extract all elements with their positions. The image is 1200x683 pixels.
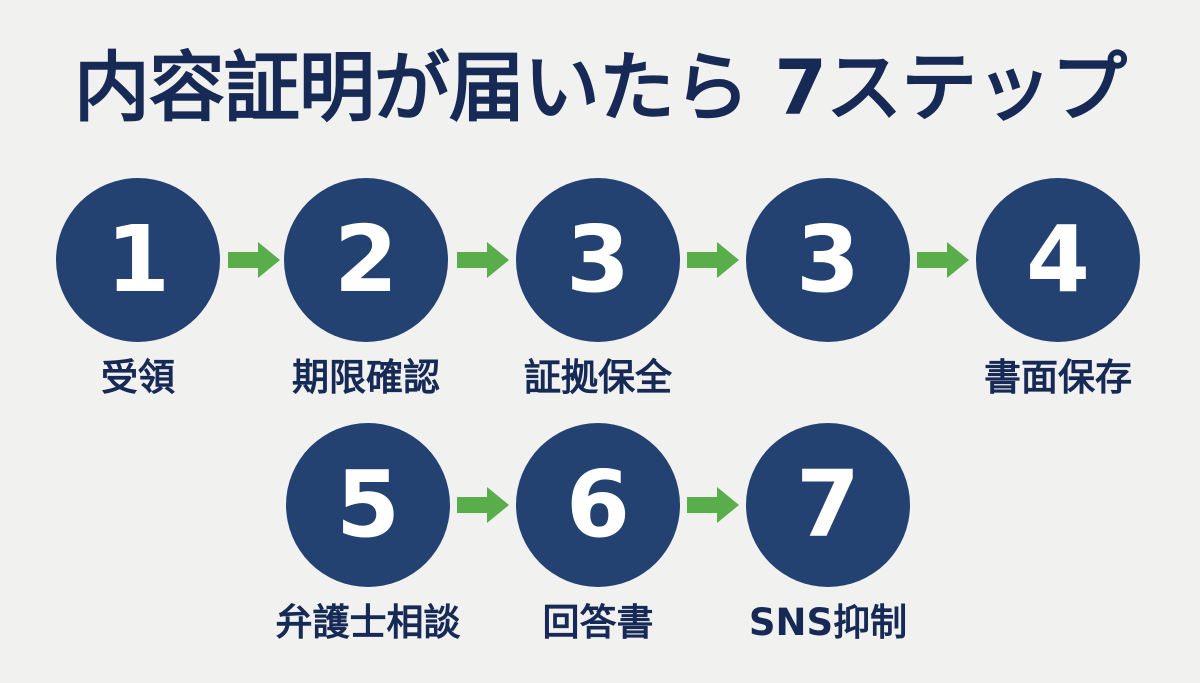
step-number-circle: 6 — [516, 423, 680, 587]
step-4: 4 書面保存 — [948, 178, 1168, 438]
step-label: 受領 — [101, 356, 175, 399]
step-number-circle: 2 — [284, 178, 448, 342]
step-label: 証拠保全 — [524, 356, 672, 399]
step-label: 書面保存 — [984, 356, 1132, 399]
arrow-right-icon — [687, 487, 739, 523]
step-label: SNS抑制 — [748, 601, 908, 644]
arrow-right-icon — [917, 242, 969, 278]
step-number-circle: 7 — [746, 423, 910, 587]
step-5: 5 弁護士相談 — [258, 423, 478, 683]
step-label: 弁護士相談 — [275, 601, 461, 644]
step-number-circle: 3 — [746, 178, 910, 342]
step-number-circle: 5 — [286, 423, 450, 587]
step-7: 7 SNS抑制 — [718, 423, 938, 683]
step-1: 1 受領 — [28, 178, 248, 438]
step-number-circle: 3 — [516, 178, 680, 342]
arrow-right-icon — [228, 242, 280, 278]
step-2: 2 期限確認 — [256, 178, 476, 438]
step-label: 期限確認 — [292, 356, 440, 399]
step-number-circle: 1 — [56, 178, 220, 342]
arrow-right-icon — [457, 487, 509, 523]
step-6: 6 回答書 — [488, 423, 708, 683]
step-3b: 3 — [718, 178, 938, 438]
page-title: 内容証明が届いたら 7ステップ — [73, 43, 1127, 132]
step-3: 3 証拠保全 — [488, 178, 708, 438]
arrow-right-icon — [687, 242, 739, 278]
step-label: 回答書 — [542, 601, 654, 644]
step-number-circle: 4 — [976, 178, 1140, 342]
arrow-right-icon — [457, 242, 509, 278]
